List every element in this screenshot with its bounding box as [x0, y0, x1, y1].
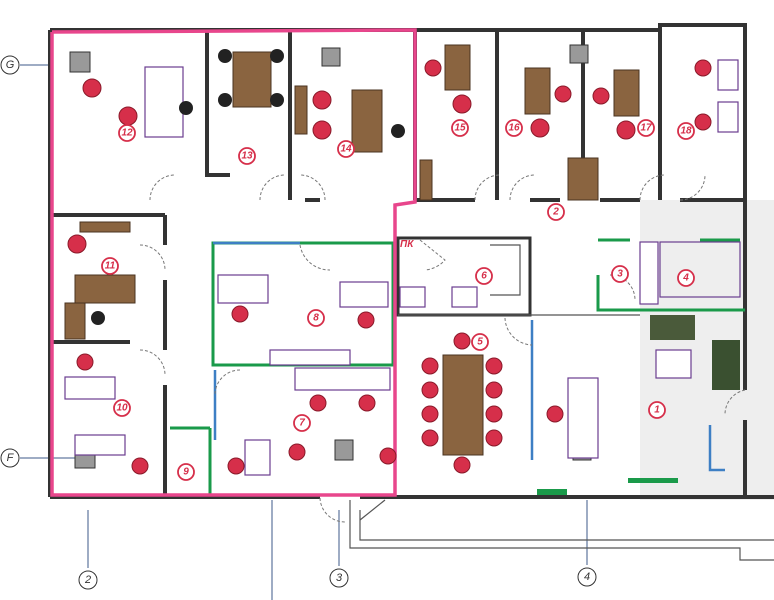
room-number-text: 13 [241, 151, 253, 162]
server-room-label: ПК [400, 239, 414, 250]
axis-circle [329, 568, 349, 588]
room-number-circle [637, 119, 655, 137]
room-number-text: 6 [481, 271, 487, 282]
room-number-text: 3 [617, 269, 623, 280]
room-number-text: 18 [680, 126, 692, 137]
outer-walls [48, 23, 774, 561]
zone-boundary [50, 28, 417, 497]
axis-2-marker: 2 [78, 570, 98, 590]
room-number-16: 16 [505, 119, 523, 137]
room-number-text: 4 [682, 273, 689, 284]
room-number-text: 7 [299, 418, 305, 429]
room-number-circle [547, 203, 565, 221]
axis-circle [0, 55, 20, 75]
room-number-circle [118, 124, 136, 142]
room-number-circle [113, 399, 131, 417]
room-number-circle [238, 147, 256, 165]
room-number-8: 8 [307, 309, 325, 327]
chairs [67, 49, 712, 475]
room-number-text: 8 [313, 313, 319, 324]
room-number-10: 10 [113, 399, 131, 417]
partitions [170, 238, 745, 495]
room-number-circle [337, 140, 355, 158]
room-number-circle [648, 401, 666, 419]
room-number-circle [307, 309, 325, 327]
room-number-circle [293, 414, 311, 432]
room-number-13: 13 [238, 147, 256, 165]
room-number-6: 6 [475, 267, 493, 285]
axis-circle [78, 570, 98, 590]
room-number-4: 4 [677, 269, 695, 287]
room-number-text: 5 [477, 337, 483, 348]
room-number-circle [677, 269, 695, 287]
room-number-circle [451, 119, 469, 137]
room-number-1: 1 [648, 401, 666, 419]
room-number-12: 12 [118, 124, 136, 142]
room-number-18: 18 [677, 122, 695, 140]
room-number-15: 15 [451, 119, 469, 137]
axis-3-marker: 3 [329, 568, 349, 588]
room-number-11: 11 [101, 257, 119, 275]
room-number-text: 16 [508, 123, 520, 134]
axis-labels: G F 2 3 4 [0, 55, 597, 590]
room-number-circle [505, 119, 523, 137]
room-number-circle [471, 333, 489, 351]
axis-lines [20, 64, 588, 600]
axis-label: 2 [84, 574, 91, 586]
axis-4-marker: 4 [577, 567, 597, 587]
axis-F-marker: F [0, 448, 20, 468]
room-number-17: 17 [637, 119, 655, 137]
doors [139, 174, 746, 523]
room-number-2: 2 [547, 203, 565, 221]
room-number-5: 5 [471, 333, 489, 351]
axis-label: 3 [336, 572, 343, 584]
room-number-circle [677, 122, 695, 140]
room-number-text: 15 [454, 123, 466, 134]
room-number-9: 9 [177, 463, 195, 481]
room-number-14: 14 [337, 140, 355, 158]
room-number-circle [611, 265, 629, 283]
axis-label: F [7, 452, 15, 464]
room-number-text: 9 [183, 467, 189, 478]
axis-circle [0, 448, 20, 468]
room-number-circle [101, 257, 119, 275]
room-number-circle [475, 267, 493, 285]
room-number-circle [177, 463, 195, 481]
room-number-text: 2 [552, 207, 559, 218]
room-number-text: 17 [640, 123, 652, 134]
axis-label: G [6, 59, 15, 71]
room-number-text: 12 [121, 128, 133, 139]
axis-label: 4 [584, 571, 590, 583]
room-number-text: 1 [654, 405, 660, 416]
room-number-7: 7 [293, 414, 311, 432]
axis-G-marker: G [0, 55, 20, 75]
room-number-text: 11 [105, 261, 116, 272]
furniture [64, 44, 741, 476]
room-number-text: 14 [340, 144, 352, 155]
room-number-3: 3 [611, 265, 629, 283]
room-number-text: 10 [116, 403, 128, 414]
axis-circle [577, 567, 597, 587]
